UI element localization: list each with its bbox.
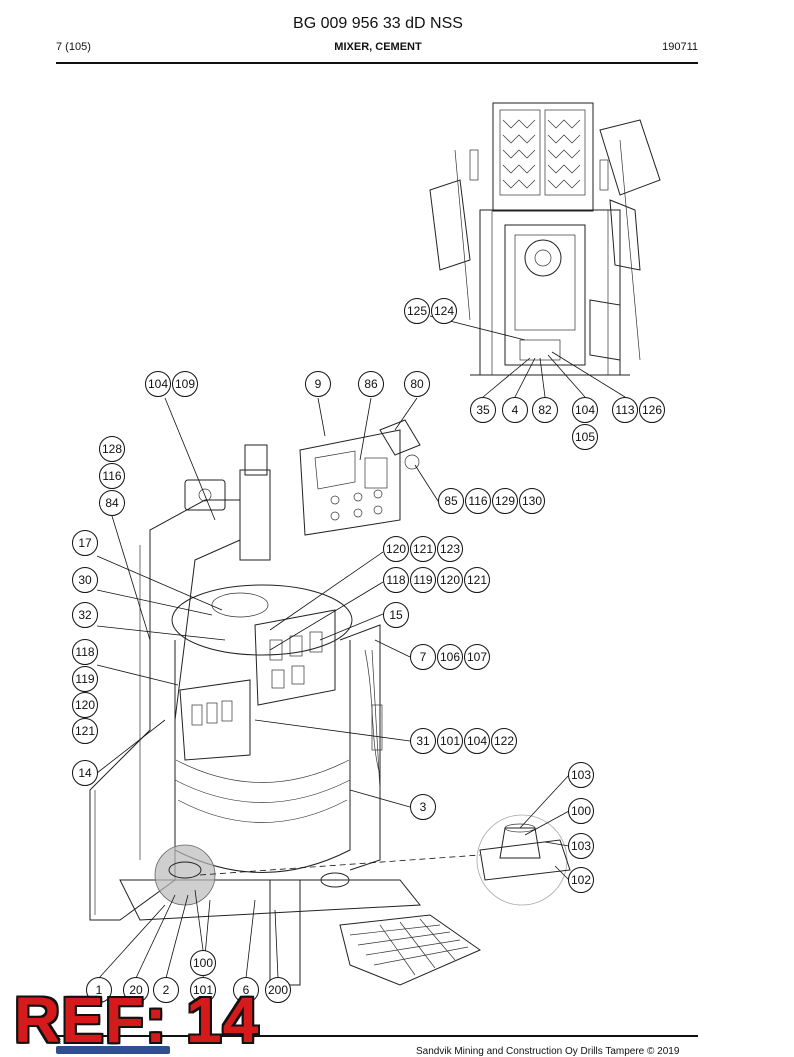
callout-121: 121	[413, 542, 433, 556]
callout-125: 125	[407, 304, 427, 318]
inset-rear-view	[429, 102, 661, 376]
callout-103: 103	[571, 768, 591, 782]
document-number: BG 009 956 33 dD NSS	[293, 15, 463, 32]
header-rule	[56, 62, 698, 64]
callout-4: 4	[512, 403, 519, 417]
document-date: 190711	[662, 41, 698, 53]
callout-128: 128	[102, 442, 122, 456]
callout-107: 107	[467, 650, 487, 664]
callout-119: 119	[75, 672, 94, 686]
callout-82: 82	[538, 403, 552, 417]
callout-120: 120	[440, 573, 460, 587]
callout-17: 17	[78, 536, 92, 550]
callout-104: 104	[148, 377, 168, 391]
callout-123: 123	[440, 542, 460, 556]
callout-121: 121	[75, 724, 95, 738]
callout-113: 113	[615, 403, 634, 417]
copyright-footer: Sandvik Mining and Construction Oy Drill…	[416, 1046, 680, 1057]
callout-2: 2	[163, 983, 170, 997]
callout-120: 120	[75, 698, 95, 712]
callout-116: 116	[102, 469, 121, 483]
detail-mount-view	[199, 814, 571, 906]
callout-122: 122	[494, 734, 514, 748]
callout-1: 1	[96, 983, 103, 997]
brand-logo	[56, 1046, 170, 1054]
callout-105: 105	[575, 430, 595, 444]
callout-86: 86	[364, 377, 378, 391]
callout-101: 101	[193, 983, 213, 997]
callout-126: 126	[642, 403, 662, 417]
callout-129: 129	[495, 494, 515, 508]
callout-119: 119	[413, 573, 432, 587]
callout-103: 103	[571, 839, 591, 853]
callout-102: 102	[571, 873, 591, 887]
callout-104: 104	[575, 403, 595, 417]
callout-104: 104	[467, 734, 487, 748]
callout-85: 85	[444, 494, 458, 508]
callout-14: 14	[78, 766, 92, 780]
callout-106: 106	[440, 650, 460, 664]
callout-100: 100	[571, 804, 591, 818]
callout-120: 120	[386, 542, 406, 556]
callout-31: 31	[416, 734, 430, 748]
callout-130: 130	[522, 494, 542, 508]
callout-35: 35	[476, 403, 490, 417]
callout-balloons: 125 124 35 4 82 104 113 126 105 104 109 …	[72, 298, 665, 1003]
ref-stamp: REF: 14	[14, 984, 260, 1056]
footer-rule	[56, 1035, 698, 1037]
callout-109: 109	[175, 377, 195, 391]
callout-80: 80	[410, 377, 424, 391]
callout-100: 100	[193, 956, 213, 970]
leader-lines	[96, 315, 626, 979]
page-reference: 7 (105)	[56, 41, 91, 53]
callout-15: 15	[389, 608, 403, 622]
callout-32: 32	[78, 608, 92, 622]
callout-30: 30	[78, 573, 92, 587]
callout-3: 3	[420, 800, 427, 814]
callout-7: 7	[420, 650, 427, 664]
callout-200: 200	[268, 983, 288, 997]
callout-101: 101	[440, 734, 460, 748]
callout-116: 116	[468, 494, 487, 508]
callout-84: 84	[105, 496, 119, 510]
callout-20: 20	[129, 983, 143, 997]
main-mixer-view	[89, 419, 482, 986]
callout-118: 118	[75, 645, 94, 659]
callout-6: 6	[243, 983, 250, 997]
callout-124: 124	[434, 304, 454, 318]
callout-121: 121	[467, 573, 487, 587]
callout-118: 118	[386, 573, 405, 587]
document-title: MIXER, CEMENT	[334, 41, 422, 53]
callout-9: 9	[315, 377, 322, 391]
